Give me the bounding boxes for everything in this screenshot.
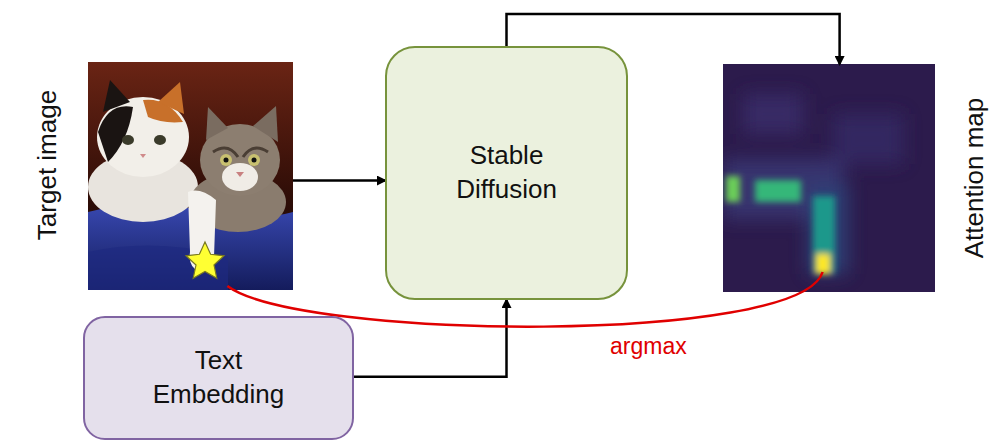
embedding-box: Text Embedding (83, 316, 354, 440)
target-image: Target image (88, 62, 293, 290)
flow-arrow (293, 179, 385, 182)
flow-arrow (354, 300, 507, 377)
box-label: Stable Diffusion (432, 139, 582, 207)
kitten-photo (88, 62, 293, 290)
image-caption: Target image (32, 90, 63, 240)
model-box: Stable Diffusion (385, 46, 628, 300)
attention-heatmap (723, 64, 935, 292)
edge-label: argmax (608, 333, 689, 360)
attention-map: Attention map (723, 64, 935, 292)
box-label: Text Embedding (144, 344, 294, 412)
image-caption: Attention map (959, 98, 990, 258)
